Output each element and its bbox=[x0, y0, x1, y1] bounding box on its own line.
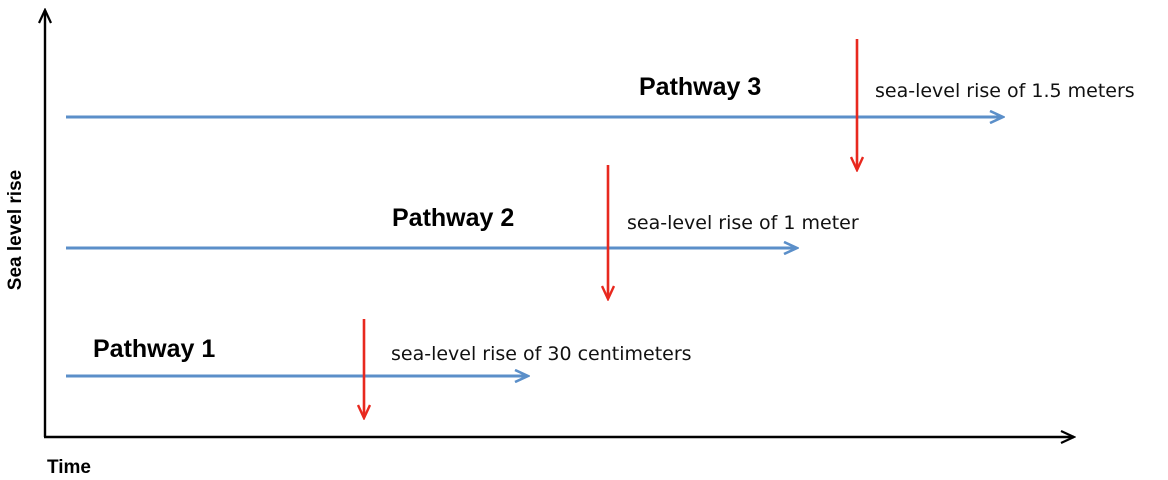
pathway-2-threshold-label: sea-level rise of 1 meter bbox=[627, 212, 859, 234]
pathway-2-label: Pathway 2 bbox=[392, 204, 514, 232]
pathway-2: Pathway 2 sea-level rise of 1 meter bbox=[66, 165, 859, 299]
pathway-3: Pathway 3 sea-level rise of 1.5 meters bbox=[66, 39, 1135, 170]
pathway-3-threshold-label: sea-level rise of 1.5 meters bbox=[875, 80, 1135, 102]
pathway-1: Pathway 1 sea-level rise of 30 centimete… bbox=[66, 319, 692, 418]
pathway-1-threshold-label: sea-level rise of 30 centimeters bbox=[391, 343, 692, 365]
pathway-3-label: Pathway 3 bbox=[639, 73, 761, 101]
y-axis-label: Sea level rise bbox=[5, 170, 26, 290]
x-axis-label: Time bbox=[47, 457, 91, 478]
pathway-1-label: Pathway 1 bbox=[93, 335, 215, 363]
